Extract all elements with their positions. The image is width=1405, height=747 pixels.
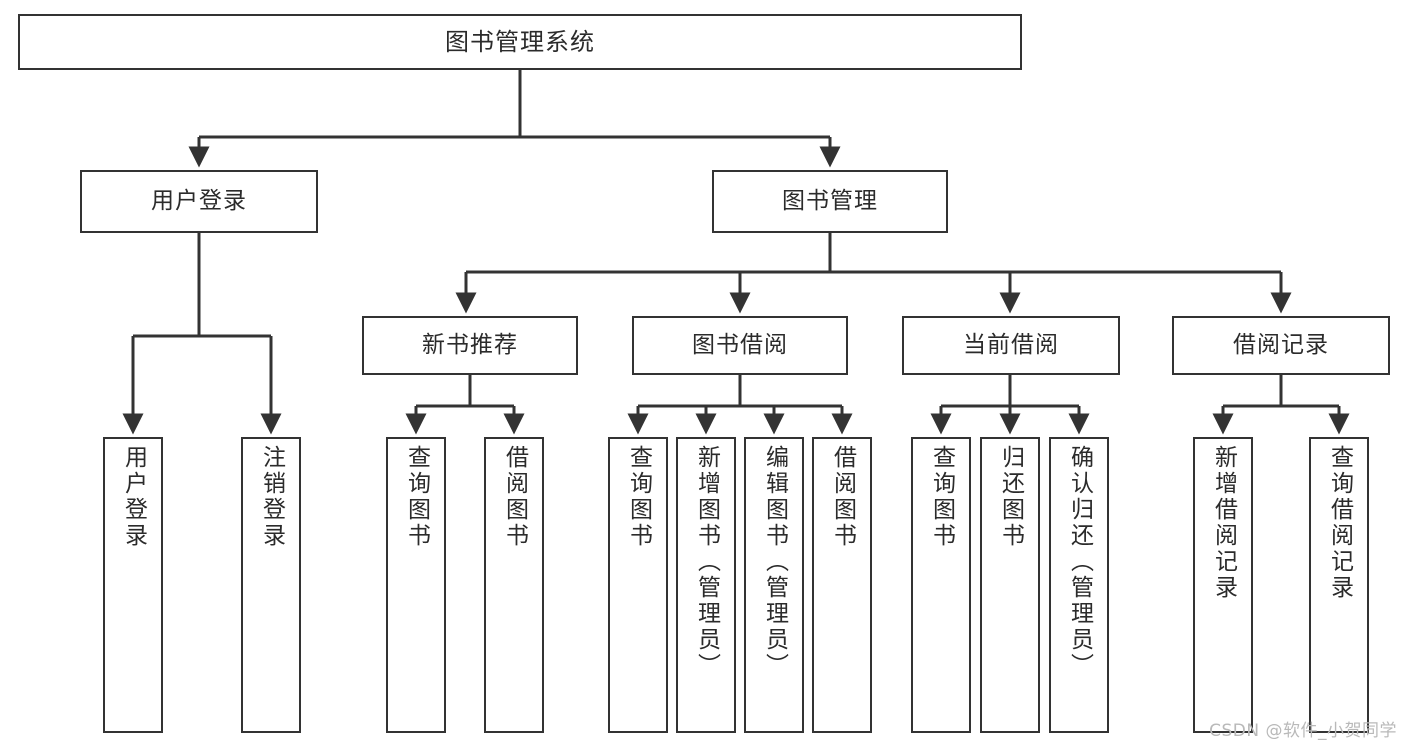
node-label: 新书推荐	[422, 331, 518, 358]
node-leaf-currentborrow-query[interactable]: 查询图书	[911, 437, 971, 733]
node-label: 图书管理系统	[445, 27, 595, 56]
node-label: 借阅图书	[829, 445, 856, 549]
node-label: 当前借阅	[963, 331, 1059, 358]
node-leaf-currentborrow-confirm-return[interactable]: 确认归还（管理员）	[1049, 437, 1109, 733]
node-borrow-record[interactable]: 借阅记录	[1172, 316, 1390, 375]
node-label: 用户登录	[151, 187, 247, 214]
node-label: 查询借阅记录	[1326, 445, 1353, 601]
node-leaf-borrowrecord-add[interactable]: 新增借阅记录	[1193, 437, 1253, 733]
node-leaf-bookborrow-query[interactable]: 查询图书	[608, 437, 668, 733]
node-label: 归还图书	[997, 445, 1024, 549]
node-leaf-newbook-borrow[interactable]: 借阅图书	[484, 437, 544, 733]
node-leaf-newbook-query[interactable]: 查询图书	[386, 437, 446, 733]
node-leaf-bookborrow-add[interactable]: 新增图书（管理员）	[676, 437, 736, 733]
node-label: 查询图书	[928, 445, 955, 549]
node-book-borrow[interactable]: 图书借阅	[632, 316, 848, 375]
node-book-management[interactable]: 图书管理	[712, 170, 948, 233]
node-label: 查询图书	[403, 445, 430, 549]
node-leaf-user-login-logout[interactable]: 注销登录	[241, 437, 301, 733]
node-label: 确认归还（管理员）	[1066, 445, 1093, 679]
node-leaf-borrowrecord-query[interactable]: 查询借阅记录	[1309, 437, 1369, 733]
node-label: 用户登录	[120, 445, 147, 549]
node-label: 注销登录	[258, 445, 285, 549]
node-label: 借阅图书	[501, 445, 528, 549]
node-current-borrow[interactable]: 当前借阅	[902, 316, 1120, 375]
node-leaf-bookborrow-borrow[interactable]: 借阅图书	[812, 437, 872, 733]
node-label: 图书管理	[782, 187, 878, 214]
node-label: 借阅记录	[1233, 331, 1329, 358]
node-label: 查询图书	[625, 445, 652, 549]
node-user-login[interactable]: 用户登录	[80, 170, 318, 233]
node-label: 编辑图书（管理员）	[761, 445, 788, 679]
node-leaf-bookborrow-edit[interactable]: 编辑图书（管理员）	[744, 437, 804, 733]
node-label: 新增图书（管理员）	[693, 445, 720, 679]
node-new-book-recommend[interactable]: 新书推荐	[362, 316, 578, 375]
node-root-system[interactable]: 图书管理系统	[18, 14, 1022, 70]
node-leaf-user-login-login[interactable]: 用户登录	[103, 437, 163, 733]
node-leaf-currentborrow-return[interactable]: 归还图书	[980, 437, 1040, 733]
node-label: 新增借阅记录	[1210, 445, 1237, 601]
node-label: 图书借阅	[692, 331, 788, 358]
